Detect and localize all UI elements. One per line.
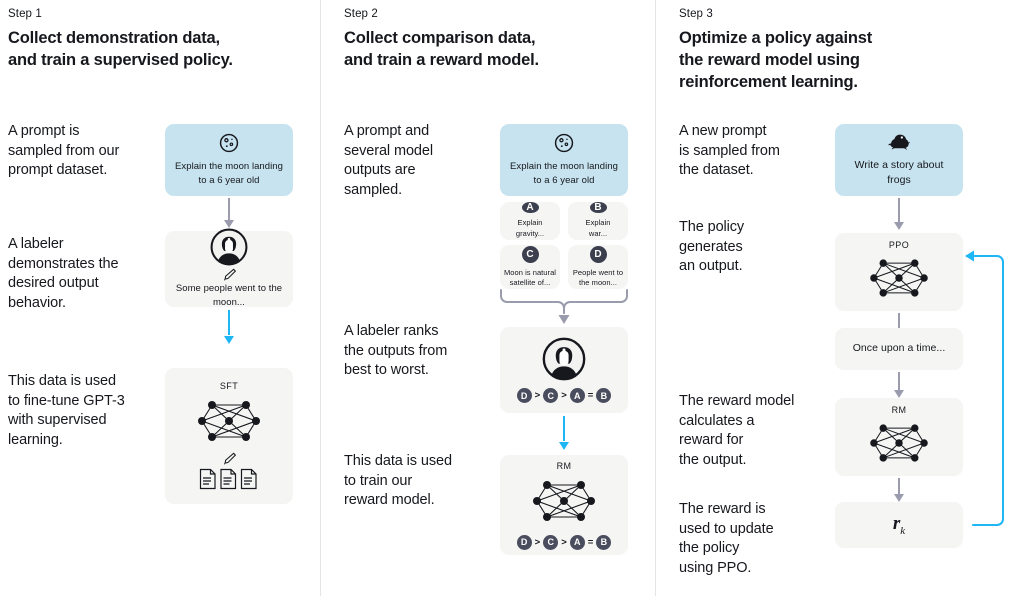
step-2-title: Collect comparison data, and train a rew… [344,29,539,69]
step-2-rm-card[interactable]: RM D [500,455,628,555]
step-1-labeler-demo-card[interactable]: Some people went to the moon... [165,228,293,308]
step-2-prompt-card[interactable]: Explain the moon landing to a 6 year old [500,124,628,196]
rank-badge-3: A [569,388,585,403]
output-card-d[interactable]: D People went to the moon... [568,245,628,289]
step-3-label: Step 3 [679,8,713,20]
outputs-merge-brace [498,289,630,325]
arrow-prompt-to-ppo [889,198,909,230]
step-1-prompt-card[interactable]: Explain the moon landing to a 6 year old [165,124,293,196]
neural-net-icon [198,393,260,449]
step-3-column: Step 3 Optimize a policy against the rew… [671,0,1010,596]
step-3-title: Optimize a policy against the reward mod… [679,29,873,91]
step-2-paragraph-1: A prompt and several model outputs are s… [344,123,433,199]
step-2-column: Step 2 Collect comparison data, and trai… [336,0,656,596]
rank-badge-4: B [596,388,612,403]
rank-badge-4: B [596,534,612,550]
step-1-paragraph-3: This data is used to fine-tune GPT-3 wit… [8,373,125,449]
rank-operator-3: = [587,536,594,548]
output-text-d: People went to the moon... [572,267,624,287]
sft-label: SFT [219,381,239,391]
moon-icon [218,132,240,154]
neural-net-icon [533,473,595,529]
output-card-c[interactable]: C Moon is natural satellite of... [500,245,560,289]
arrow-prompt-to-labeler [219,198,239,228]
output-card-a[interactable]: A Explain gravity... [500,202,560,240]
ppo-label: PPO [888,240,910,250]
output-text-a: Explain gravity... [515,218,545,239]
step-2-prompt-text: Explain the moon landing to a 6 year old [510,161,618,186]
neural-net-icon [870,252,928,304]
step-1-sft-card[interactable]: SFT [165,368,293,504]
rank-badge-2: C [543,388,559,403]
rank-badge-3: A [569,534,585,550]
step-1-title: Collect demonstration data, and train a … [8,29,233,69]
rank-operator-1: > [534,390,541,401]
rank-operator-3: = [587,390,594,401]
column-divider-2 [655,0,656,596]
step-1-paragraph-1: A prompt is sampled from our prompt data… [8,123,120,179]
output-badge-a: A [521,202,539,214]
rank-badge-1: D [516,534,532,550]
documents-icon [198,467,260,491]
reward-value: rk [892,513,906,537]
ranking-row: D > C > A = B [516,388,612,403]
ranking-row: D > C > A = B [516,534,612,550]
step-1-paragraph-2: A labeler demonstrates the desired outpu… [8,236,119,312]
step-2-paragraph-2: A labeler ranks the outputs from best to… [344,323,448,379]
step-3-output-card[interactable]: Once upon a time... [835,328,963,370]
rm-label: RM [556,460,572,471]
pencil-icon [222,268,237,281]
output-badge-b: B [589,202,607,214]
step-2-paragraph-3: This data is used to train our reward mo… [344,453,452,509]
output-badge-c: C [521,245,539,263]
step-3-prompt-card[interactable]: Write a story about frogs [835,124,963,196]
step-3-paragraph-1: A new prompt is sampled from the dataset… [679,123,780,179]
output-text-b: Explain war... [585,218,611,239]
step-2-labeler-rank-card[interactable]: D > C > A = B [500,327,628,413]
labeler-icon [542,337,586,381]
step-3-rm-card[interactable]: RM [835,398,963,476]
frog-icon [886,132,912,152]
arrow-output-to-rm [889,372,909,398]
step-1-demo-text: Some people went to the moon... [175,283,283,308]
rank-operator-1: > [534,536,541,548]
step-3-prompt-text: Write a story about frogs [854,158,944,186]
step-2-label: Step 2 [344,8,378,20]
step-3-reward-card[interactable]: rk [835,502,963,548]
step-1-prompt-text: Explain the moon landing to a 6 year old [175,161,283,186]
reward-feedback-loop [957,248,1010,530]
rank-badge-1: D [516,388,532,403]
step-1-column: Step 1 Collect demonstration data, and t… [0,0,320,596]
arrow-rm-to-reward [889,478,909,502]
step-3-output-text: Once upon a time... [852,342,946,355]
arrow-ranking-to-rm [554,416,574,450]
arrow-labeler-to-sft [219,310,239,344]
column-divider-1 [320,0,321,596]
rm-label: RM [891,405,907,415]
step-3-ppo-card[interactable]: PPO [835,233,963,311]
rank-badge-2: C [543,534,559,550]
output-badge-d: D [589,245,607,263]
output-card-b[interactable]: B Explain war... [568,202,628,240]
step-3-paragraph-4: The reward is used to update the policy … [679,501,774,577]
rank-operator-2: > [561,390,567,401]
moon-icon [553,132,575,154]
rank-operator-2: > [561,536,567,548]
step-3-paragraph-3: The reward model calculates a reward for… [679,393,795,469]
step-3-paragraph-2: The policy generates an output. [679,219,745,275]
output-text-c: Moon is natural satellite of... [503,267,557,287]
neural-net-icon [870,417,928,469]
labeler-icon [210,228,248,266]
pencil-icon [222,452,237,465]
step-1-label: Step 1 [8,8,42,20]
